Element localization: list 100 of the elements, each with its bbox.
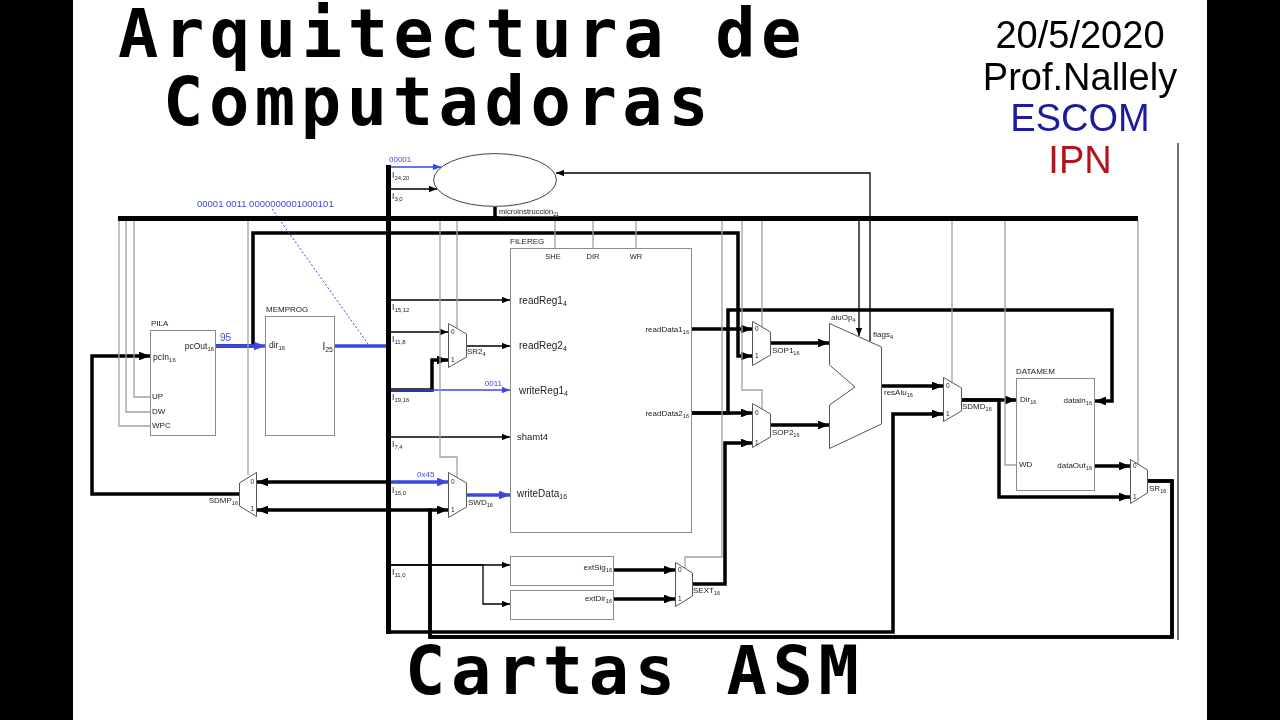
connector-line bbox=[635, 220, 637, 249]
edge-label: I$_{11,0}$ bbox=[392, 567, 406, 577]
connector-line bbox=[247, 220, 249, 476]
port-label: readData2$_{16}$ bbox=[645, 410, 689, 418]
connector-line bbox=[741, 220, 763, 410]
port-label: WPC bbox=[152, 422, 171, 430]
signal-label: SWD$_{16}$ bbox=[468, 499, 493, 507]
multiplexer-symbol bbox=[752, 403, 771, 448]
connector-line bbox=[335, 344, 386, 348]
connector-line bbox=[684, 220, 723, 569]
port-label: writeData$_{16}$ bbox=[517, 489, 568, 499]
signal-label: SR$_{16}$ bbox=[1149, 485, 1167, 493]
school-text: ESCOM bbox=[1010, 99, 1150, 137]
arrow bbox=[390, 433, 511, 441]
caption-text: Cartas ASM bbox=[405, 641, 865, 701]
arrow bbox=[962, 398, 1130, 502]
arrow bbox=[614, 594, 675, 604]
edge-label: I$_{7,4}$ bbox=[392, 439, 403, 449]
signal-label: flags$_{4}$ bbox=[873, 331, 894, 339]
signal-label: aluOp$_{4}$ bbox=[831, 314, 856, 322]
arrow bbox=[390, 185, 438, 193]
arrow bbox=[614, 565, 675, 575]
author-text: Prof.Nallely bbox=[982, 58, 1178, 96]
port-label: UP bbox=[152, 393, 164, 401]
edge-label: I$_{3,0}$ bbox=[392, 191, 403, 201]
port-label: dir$_{16}$ bbox=[269, 340, 286, 350]
port-label: readReg1$_{4}$ bbox=[519, 296, 567, 306]
arrow bbox=[390, 296, 511, 304]
arrow bbox=[390, 386, 511, 394]
arrow bbox=[882, 381, 943, 391]
signal-label: SOP2$_{16}$ bbox=[772, 429, 800, 437]
ellipse-shape bbox=[433, 153, 557, 207]
arrow bbox=[391, 409, 943, 634]
arrow bbox=[390, 163, 442, 171]
arrow bbox=[216, 341, 265, 351]
block-box bbox=[510, 590, 614, 620]
block-title: FILEREG bbox=[510, 238, 545, 246]
multiplexer-symbol bbox=[675, 562, 693, 607]
arrow bbox=[692, 308, 1114, 415]
connector-line bbox=[439, 220, 458, 478]
multiplexer-symbol bbox=[239, 472, 257, 517]
signal-label: SDMD$_{16}$ bbox=[962, 403, 992, 411]
port-label: readReg2$_{4}$ bbox=[519, 341, 567, 351]
connector-line bbox=[493, 207, 497, 216]
arrow bbox=[467, 490, 510, 500]
multiplexer-symbol bbox=[1130, 459, 1148, 504]
value-label: 95 bbox=[220, 333, 232, 343]
value-label: 00001 bbox=[389, 156, 412, 164]
code-text: 00001 0011 0000000001000101 bbox=[197, 198, 334, 209]
port-label: extDir$_{16}$ bbox=[584, 595, 612, 603]
connector-line bbox=[118, 220, 151, 427]
arrow bbox=[692, 324, 752, 334]
arrow bbox=[90, 351, 239, 496]
connector-line bbox=[133, 220, 151, 398]
connector-line bbox=[125, 220, 151, 413]
signal-label: resAlu$_{16}$ bbox=[884, 389, 913, 397]
edge-label: I$_{24,20}$ bbox=[392, 170, 410, 180]
port-label: DW bbox=[152, 408, 166, 416]
arrow bbox=[855, 220, 863, 337]
multiplexer-symbol bbox=[943, 377, 962, 422]
connector-line bbox=[761, 220, 763, 328]
block-title: PILA bbox=[151, 320, 169, 328]
arrow bbox=[555, 169, 871, 342]
arrow bbox=[771, 420, 829, 430]
port-label: shamt4 bbox=[517, 432, 549, 442]
port-label: dataOut$_{16}$ bbox=[1057, 462, 1092, 470]
arrow bbox=[391, 477, 448, 487]
connector-line bbox=[592, 220, 594, 249]
multiplexer-symbol bbox=[448, 323, 467, 368]
edge-label: I$_{15,12}$ bbox=[392, 302, 410, 312]
port-label: extSig$_{16}$ bbox=[583, 564, 612, 572]
port-label: dataIn$_{16}$ bbox=[1063, 397, 1092, 405]
value-label: 0011 bbox=[484, 380, 502, 388]
date-text: 20/5/2020 bbox=[995, 16, 1165, 54]
arrow bbox=[257, 477, 386, 487]
title-text: Arquitectura de Computadoras bbox=[118, 0, 809, 143]
arrow bbox=[391, 355, 448, 392]
multiplexer-symbol bbox=[752, 321, 771, 366]
connector-line bbox=[554, 220, 556, 249]
block-title: DATAMEM bbox=[1016, 368, 1055, 376]
port-label: pcOut$_{16}$ bbox=[184, 341, 214, 351]
arrow bbox=[693, 438, 752, 586]
edge-label: I$_{19,16}$ bbox=[392, 392, 410, 402]
edge-label: I$_{15,0}$ bbox=[392, 485, 406, 495]
signal-label: SDMP$_{16}$ bbox=[208, 497, 238, 505]
connector-line bbox=[456, 220, 458, 329]
signal-label: SR2$_{4}$ bbox=[467, 348, 486, 356]
arrow bbox=[1095, 461, 1130, 471]
arrow bbox=[466, 342, 511, 350]
signal-label: SOP1$_{16}$ bbox=[772, 347, 800, 355]
arrow bbox=[390, 564, 511, 608]
signal-label: SEXT$_{16}$ bbox=[693, 587, 721, 595]
block-title: MEMPROG bbox=[266, 306, 309, 314]
arrow bbox=[771, 338, 829, 348]
port-label: WD bbox=[1019, 461, 1033, 469]
port-label: writeReg1$_{4}$ bbox=[519, 386, 568, 396]
multiplexer-symbol bbox=[448, 472, 467, 518]
connector-line bbox=[1137, 220, 1139, 465]
institute-text: IPN bbox=[1048, 141, 1112, 179]
block-box bbox=[510, 556, 614, 586]
